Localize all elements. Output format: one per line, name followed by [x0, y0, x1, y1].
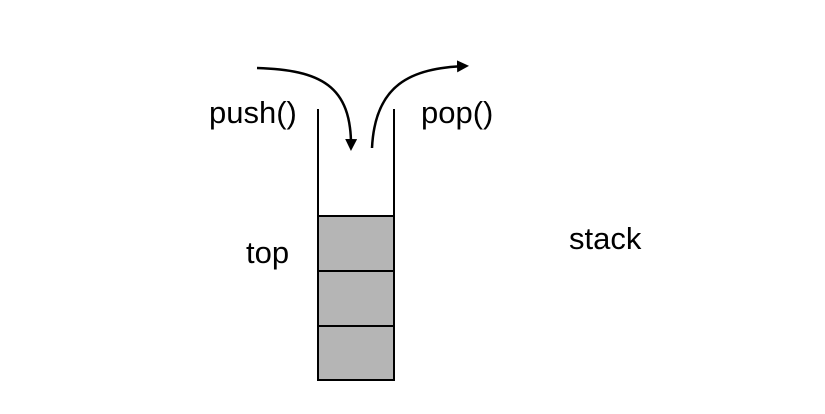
top-label: top	[246, 235, 289, 270]
stack-element-top	[317, 215, 395, 272]
push-label: push()	[209, 95, 297, 130]
pop-arrow	[370, 60, 469, 149]
stack-element-middle	[317, 270, 395, 327]
stack-element-bottom	[317, 325, 395, 381]
push-arrow	[256, 66, 358, 151]
stack-label: stack	[569, 221, 642, 256]
pop-label: pop()	[421, 95, 493, 130]
